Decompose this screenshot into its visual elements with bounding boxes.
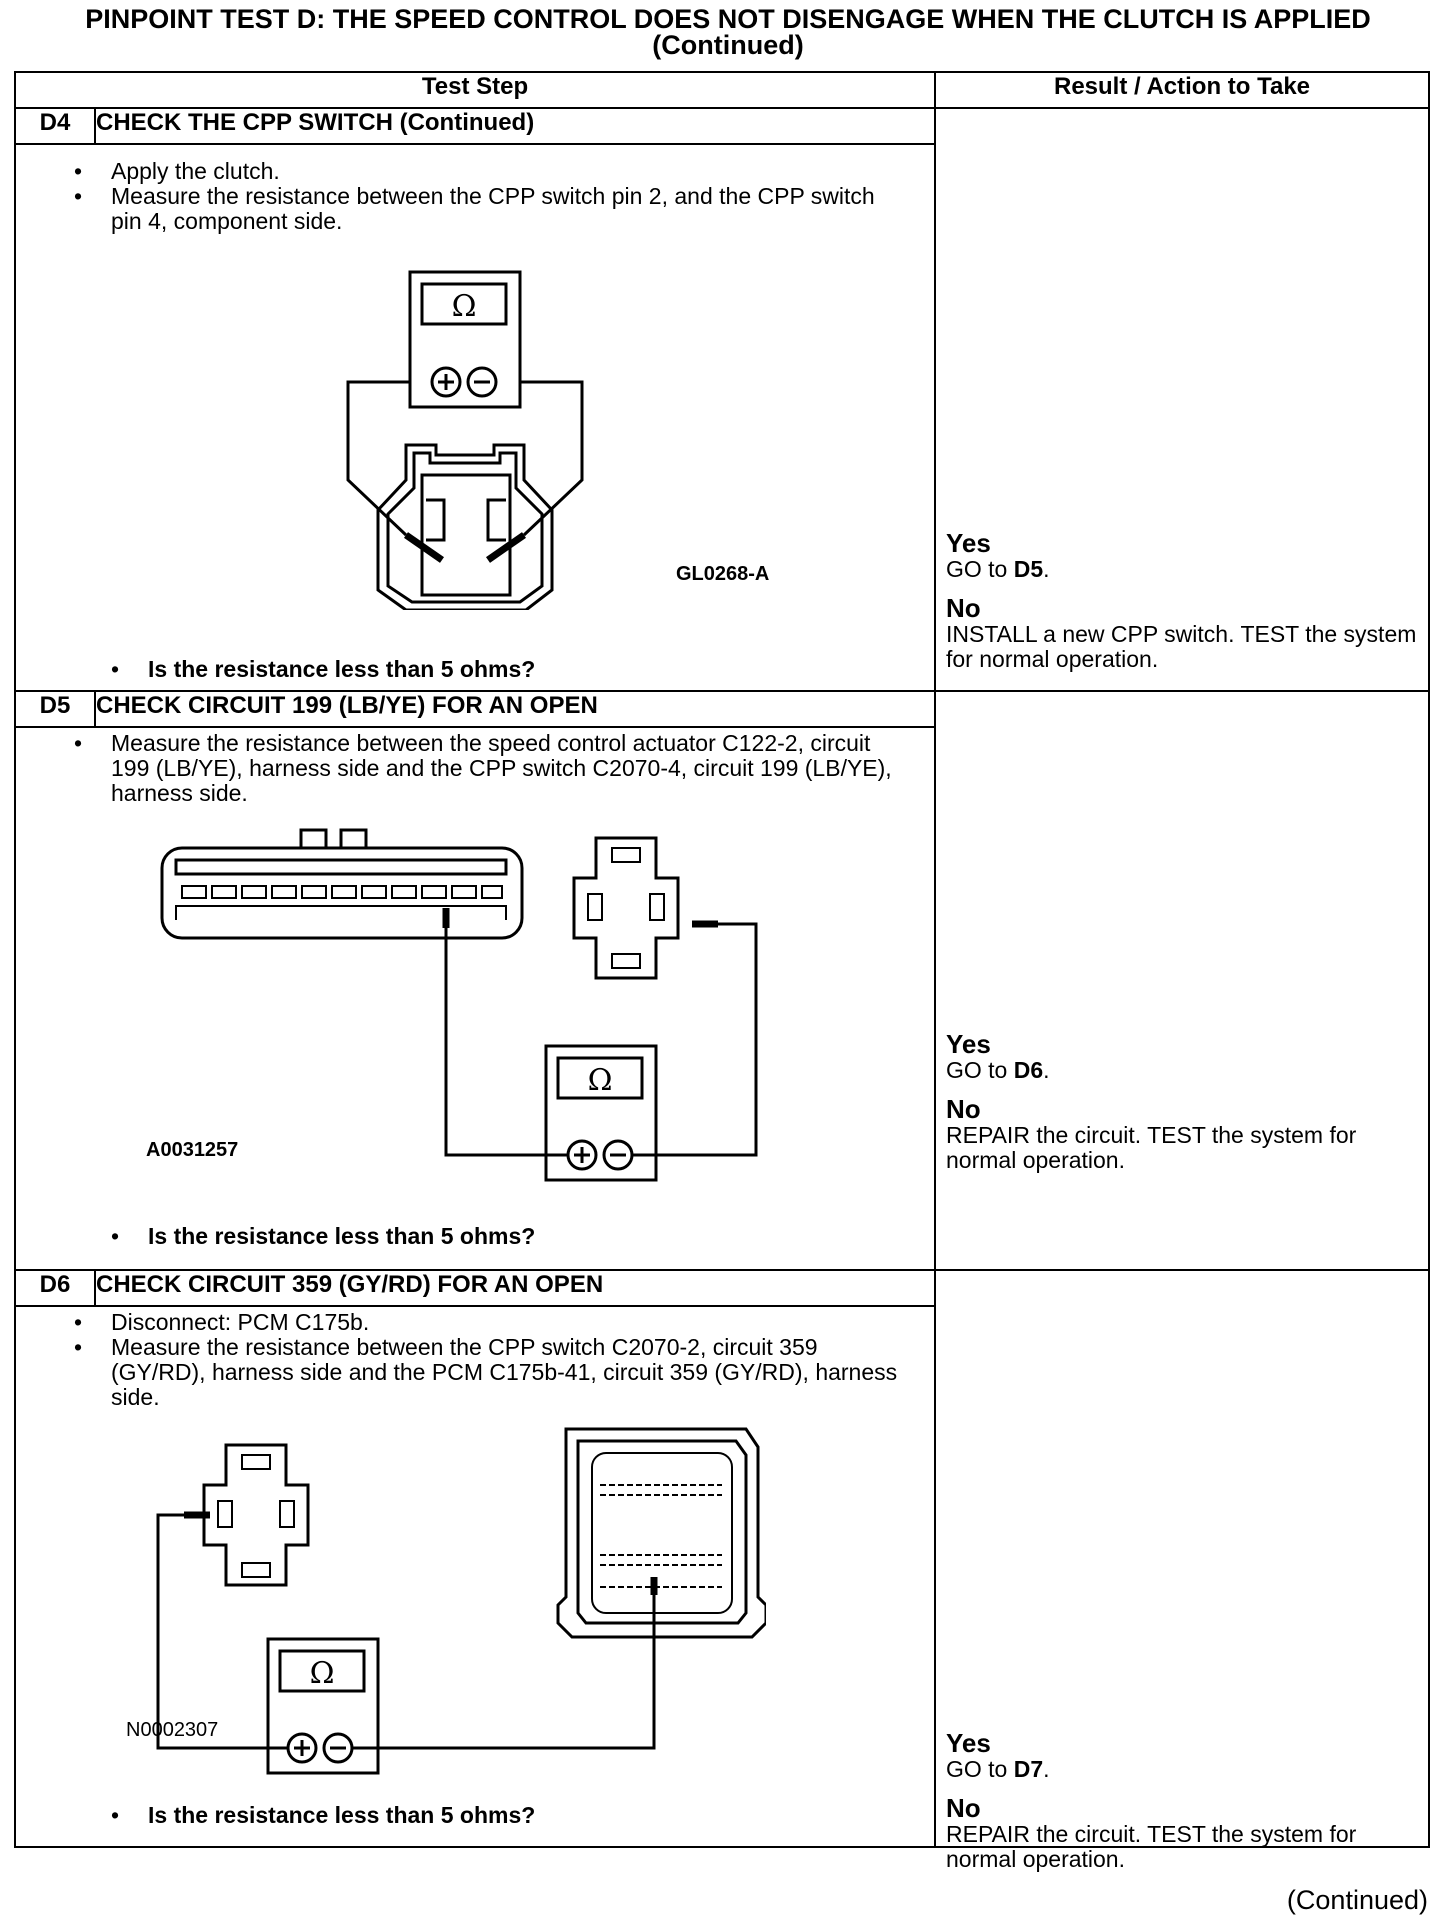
result-yes-target: D6 [1013, 1057, 1044, 1083]
step-bullet: Apply the clutch. [74, 159, 911, 185]
actuator-cpp-circuit-diagram: Ω [160, 828, 758, 1182]
result-yes-label: Yes [946, 1728, 991, 1758]
step-id: D6 [14, 1269, 96, 1307]
result-yes-action: GO to D5. [946, 556, 1050, 582]
step-bullets: Disconnect: PCM C175b. Measure the resis… [74, 1310, 911, 1410]
step-id: D4 [14, 107, 96, 145]
page-title-line1: PINPOINT TEST D: THE SPEED CONTROL DOES … [85, 4, 1371, 34]
page-title-line2: (Continued) [652, 30, 804, 60]
step-title: CHECK THE CPP SWITCH (Continued) [94, 107, 936, 145]
step-bullet: Disconnect: PCM C175b. [74, 1310, 911, 1336]
result-yes-action: GO to D6. [946, 1057, 1050, 1083]
result-no-label: No [946, 1793, 981, 1823]
result-no-action: REPAIR the circuit. TEST the system for … [946, 1821, 1357, 1872]
svg-text:Ω: Ω [588, 1063, 613, 1098]
step-bullets: Apply the clutch. Measure the resistance… [74, 159, 911, 234]
column-header-result: Result / Action to Take [934, 71, 1430, 109]
svg-text:Ω: Ω [310, 1656, 335, 1691]
step-result: Yes GO to D5. No INSTALL a new CPP switc… [946, 529, 1422, 672]
page-title: PINPOINT TEST D: THE SPEED CONTROL DOES … [0, 4, 1456, 60]
step-result: Yes GO to D7. No REPAIR the circuit. TES… [946, 1729, 1422, 1872]
step-body-cell: Apply the clutch. Measure the resistance… [14, 143, 936, 692]
step-bullet: Measure the resistance between the speed… [74, 731, 911, 806]
cpp-pcm-circuit-diagram: Ω [156, 1427, 766, 1775]
step-bullets: Measure the resistance between the speed… [74, 731, 911, 806]
result-yes-target: D7 [1013, 1756, 1044, 1782]
ohmmeter-icon: Ω [266, 1637, 380, 1775]
result-no-label: No [946, 1094, 981, 1124]
step-id: D5 [14, 690, 96, 728]
step-body-cell: Disconnect: PCM C175b. Measure the resis… [14, 1305, 936, 1848]
figure-code: N0002307 [126, 1719, 219, 1741]
ohmmeter-icon: Ω [544, 1044, 658, 1182]
step-bullet: Measure the resistance between the CPP s… [74, 184, 911, 234]
step-body-cell: Measure the resistance between the speed… [14, 726, 936, 1271]
result-no-action: INSTALL a new CPP switch. TEST the syste… [946, 621, 1417, 672]
figure-code: GL0268-A [676, 563, 770, 585]
svg-text:Ω: Ω [452, 289, 477, 324]
step-title: CHECK CIRCUIT 359 (GY/RD) FOR AN OPEN [94, 1269, 936, 1307]
result-yes-action: GO to D7. [946, 1756, 1050, 1782]
step-question: Is the resistance less than 5 ohms? [111, 1224, 535, 1250]
step-result: Yes GO to D6. No REPAIR the circuit. TES… [946, 1030, 1422, 1173]
step-title: CHECK CIRCUIT 199 (LB/YE) FOR AN OPEN [94, 690, 936, 728]
step-question: Is the resistance less than 5 ohms? [111, 657, 535, 683]
result-yes-target: D5 [1013, 556, 1044, 582]
step-result-cell: Yes GO to D6. No REPAIR the circuit. TES… [934, 690, 1430, 1271]
result-no-action: REPAIR the circuit. TEST the system for … [946, 1122, 1357, 1173]
cpp-switch-diagram: Ω [346, 270, 584, 610]
result-yes-label: Yes [946, 1029, 991, 1059]
result-yes-label: Yes [946, 528, 991, 558]
continued-footer: (Continued) [1286, 1885, 1428, 1915]
step-question: Is the resistance less than 5 ohms? [111, 1803, 535, 1829]
result-no-label: No [946, 593, 981, 623]
figure-code: A0031257 [146, 1139, 239, 1161]
step-result-cell: Yes GO to D7. No REPAIR the circuit. TES… [934, 1269, 1430, 1872]
step-result-cell: Yes GO to D5. No INSTALL a new CPP switc… [934, 107, 1430, 692]
column-header-test-step: Test Step [14, 71, 936, 109]
pinpoint-test-table: Test Step Result / Action to Take D4 CHE… [14, 71, 1430, 1872]
ohmmeter-icon: Ω [408, 270, 522, 409]
step-bullet: Measure the resistance between the CPP s… [74, 1335, 911, 1410]
